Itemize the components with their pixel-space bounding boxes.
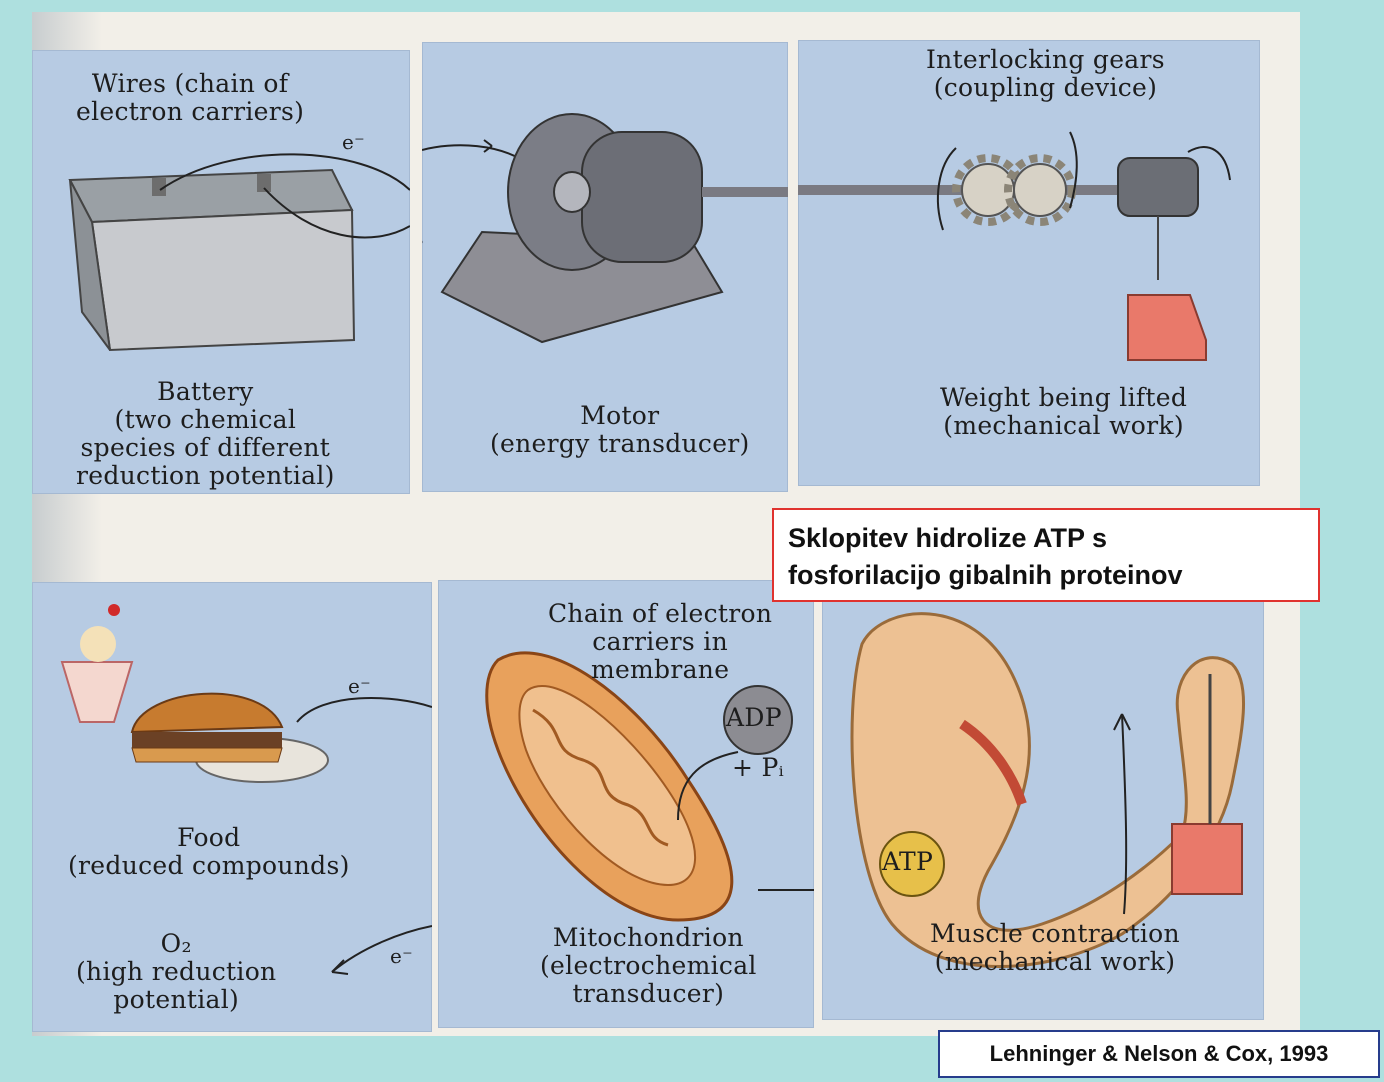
wires-label: Wires (chain of electron carriers) [76,70,304,126]
battery-label: Battery (two chemical species of differe… [76,378,335,490]
panel-gears: Interlocking gears (coupling device) Wei… [798,40,1260,486]
panel-motor: Motor (energy transducer) [422,42,788,492]
motor-label: Motor (energy transducer) [490,402,750,458]
burger-bun-top [132,694,282,732]
panel-battery: Wires (chain of electron carriers) e⁻ e⁻… [32,50,410,494]
electron-arrow-food [297,698,432,722]
electron-label-o2: e⁻ [390,942,413,970]
motor-shaft [702,187,788,197]
arrow-head-in [484,140,492,152]
muscle-label: Muscle contraction (mechanical work) [930,920,1180,976]
weight-block [1128,295,1206,360]
sundae-cream [80,626,116,662]
motor-body [582,132,702,262]
pi-label: + Pᵢ [732,754,784,782]
mitochondrion-label: Mitochondrion (electrochemical transduce… [540,924,757,1008]
gears-label: Interlocking gears (coupling device) [926,46,1165,102]
o2-label: O₂ (high reduction potential) [76,930,276,1014]
atp-label: ATP [882,848,933,876]
burger-bun-bottom [132,748,282,762]
panel-food: e⁻ e⁻ Food (reduced compounds) O₂ (high … [32,582,432,1032]
callout-box: Sklopitev hidrolize ATP s fosforilacijo … [772,508,1320,602]
weight-label: Weight being lifted (mechanical work) [940,384,1187,440]
electron-arrow-o2 [332,926,432,972]
dumbbell-weight [1172,824,1242,894]
electron-label-food: e⁻ [348,672,371,700]
motor-shaft-hub [554,172,590,212]
arm [852,614,1244,967]
gear-right [1008,158,1072,222]
citation-box: Lehninger & Nelson & Cox, 1993 [938,1030,1380,1078]
panel-muscle: ATP Muscle contraction (mechanical work) [822,564,1264,1020]
adp-label: ADP [726,704,782,732]
sundae-cherry [108,604,120,616]
battery-front [92,210,354,350]
winch-spool [1118,158,1198,216]
food-label: Food (reduced compounds) [68,824,350,880]
electron-label-top: e⁻ [342,128,365,156]
panel-mitochondrion: Chain of electron carriers in membrane A… [438,580,814,1028]
sundae-glass [62,662,132,722]
chain-label: Chain of electron carriers in membrane [548,600,772,684]
burger-patty [132,732,282,748]
